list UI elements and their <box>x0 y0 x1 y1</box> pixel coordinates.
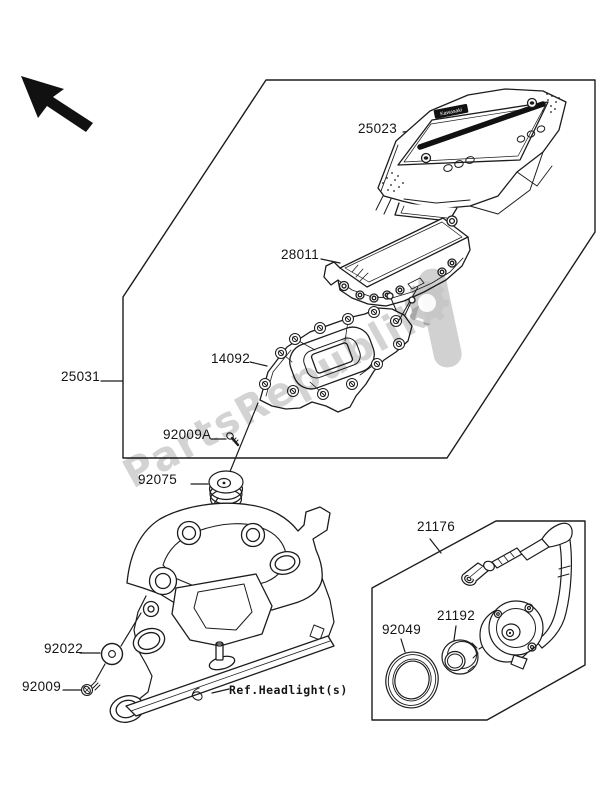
svg-text:PartsRepublik: PartsRepublik <box>116 292 437 498</box>
screw-92009-drawing <box>80 680 101 697</box>
part-label-92009a: 92009A <box>163 427 212 442</box>
part-label-21176: 21176 <box>417 519 456 534</box>
collar-drawing <box>441 639 479 675</box>
watermark-text: PartsRepublik <box>116 292 437 498</box>
part-label-14092: 14092 <box>211 351 251 366</box>
kawasaki-logo: Kawasaki <box>440 107 463 117</box>
part-label-28011: 28011 <box>281 247 320 262</box>
part-label-25031: 25031 <box>61 369 101 384</box>
direction-arrow-icon <box>21 76 93 132</box>
sensor-assembly-box <box>371 520 586 721</box>
part-label-21192: 21192 <box>437 608 476 623</box>
washer-drawing <box>100 642 124 666</box>
reference-label-headlight: Ref.Headlight(s) <box>229 683 348 697</box>
part-label-25023: 25023 <box>358 121 398 136</box>
meter-assembly-box <box>122 79 596 459</box>
part-label-92022: 92022 <box>44 641 84 656</box>
part-label-92075: 92075 <box>138 472 178 487</box>
part-label-92009: 92009 <box>22 679 62 694</box>
meter-case-drawing <box>259 286 419 413</box>
headlight-bracket-drawing <box>109 502 335 723</box>
part-label-92049: 92049 <box>382 622 422 637</box>
screw-92009a-drawing <box>226 432 240 447</box>
oring-drawing <box>385 651 439 709</box>
speed-sensor-drawing <box>461 522 573 670</box>
meter-cover-drawing: Kawasaki <box>375 88 567 222</box>
